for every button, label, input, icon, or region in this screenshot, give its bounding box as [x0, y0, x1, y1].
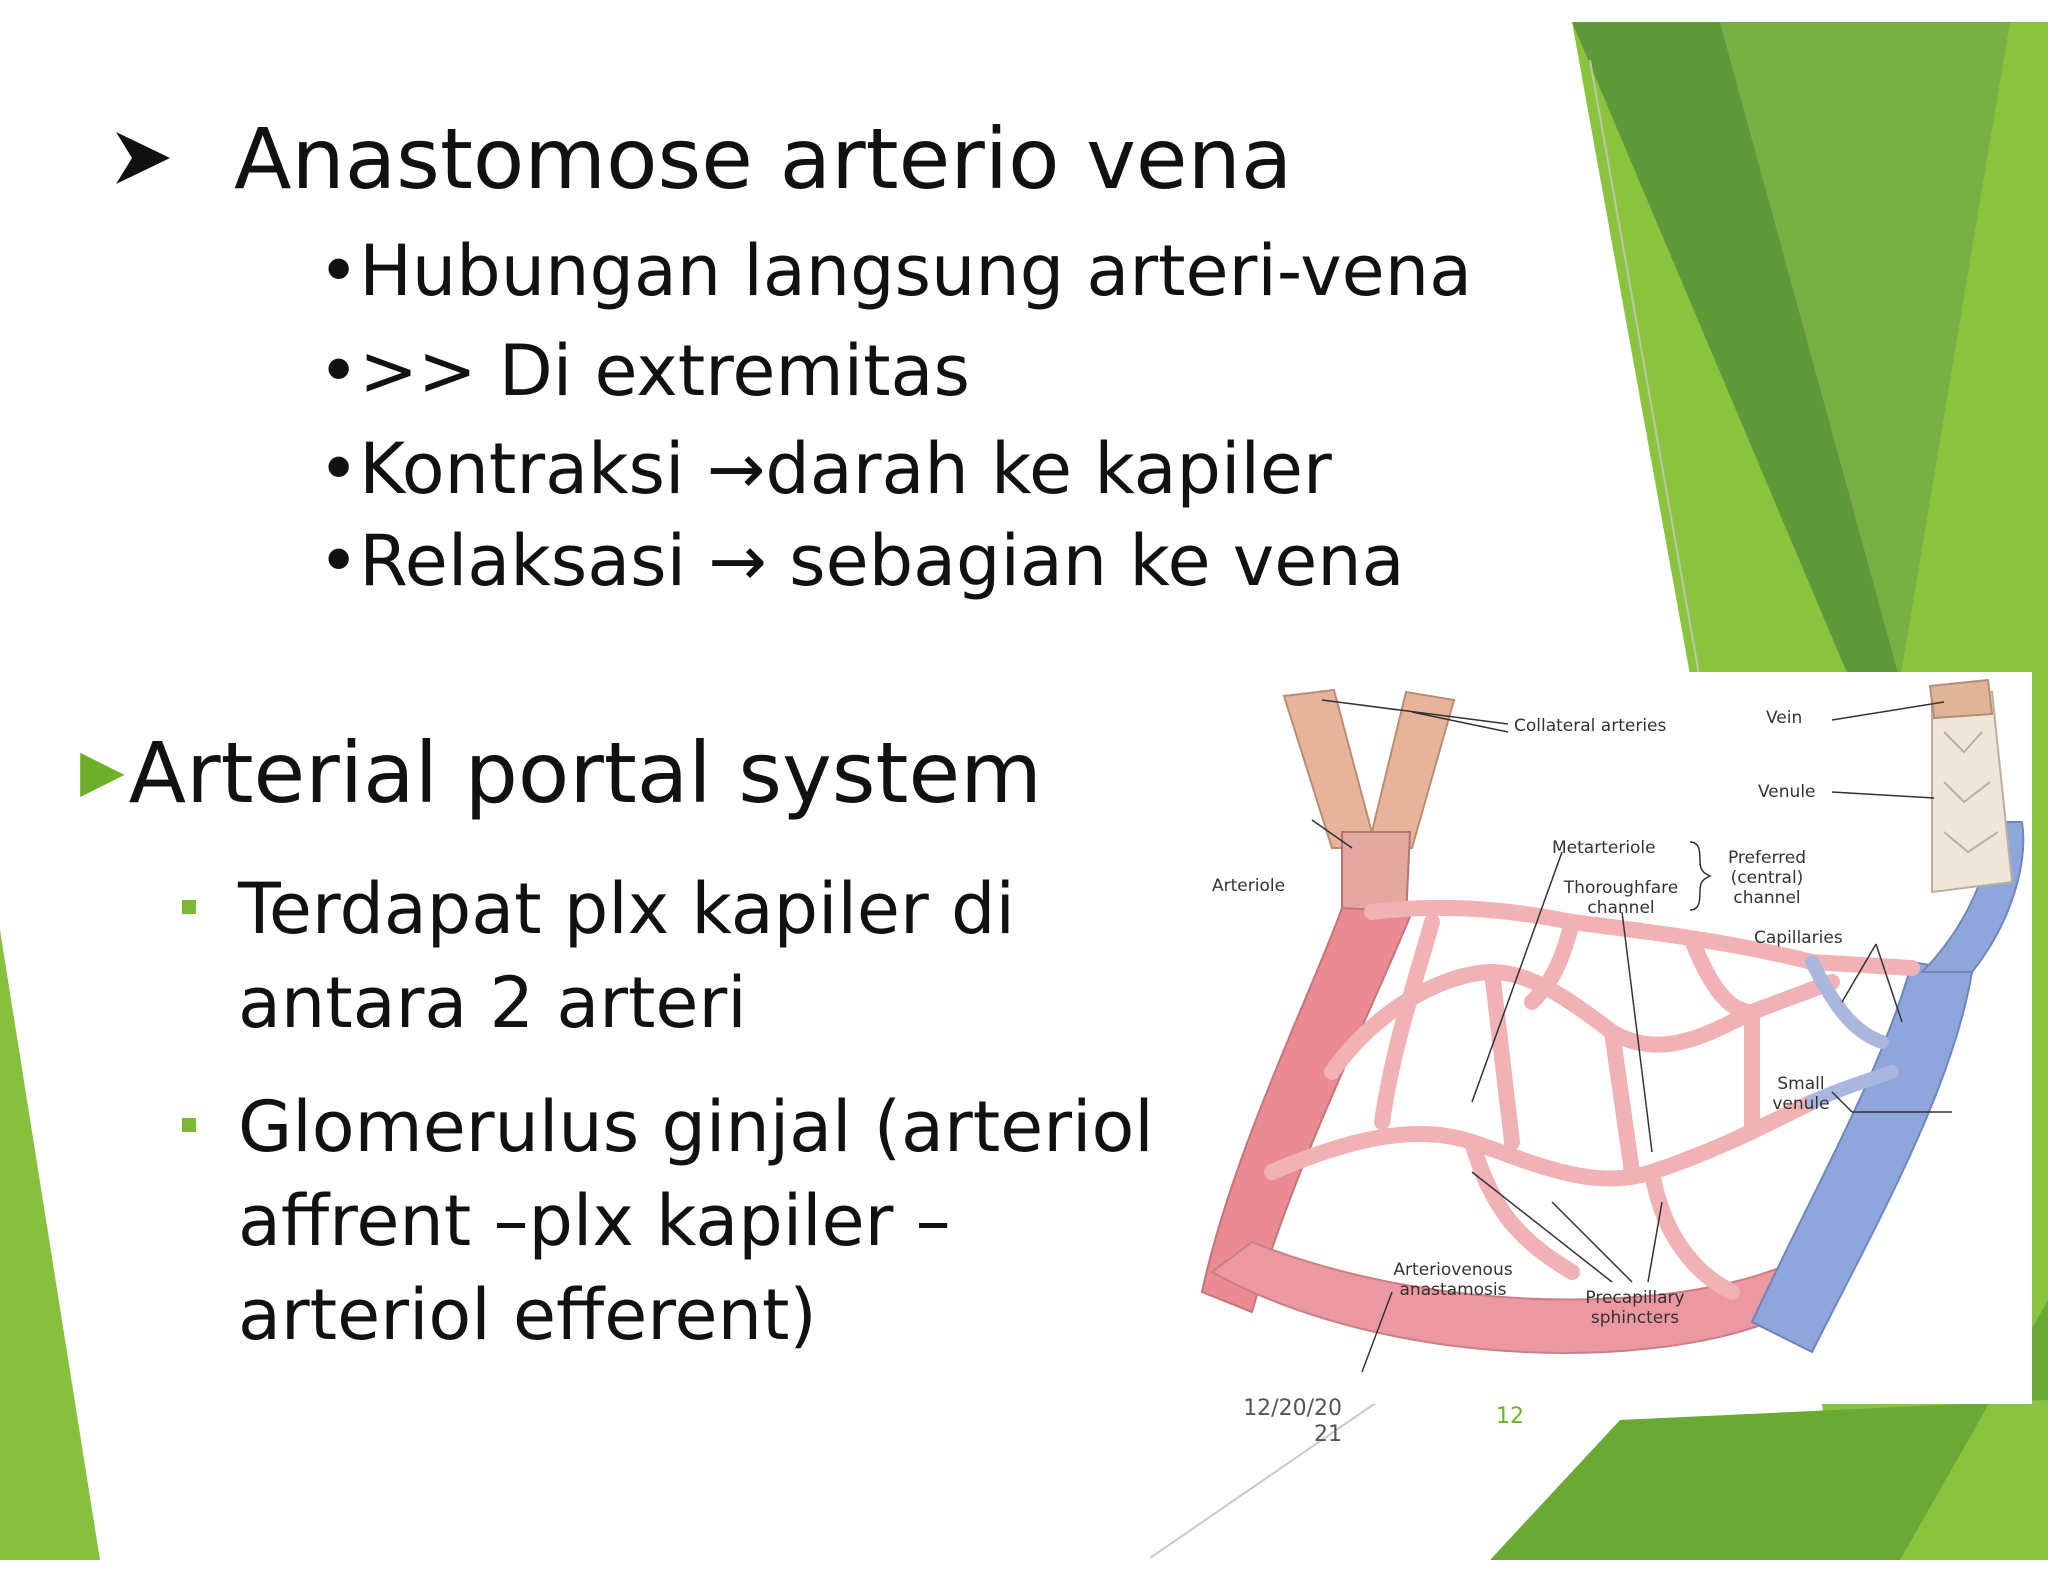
label-capillaries: Capillaries [1754, 928, 1843, 948]
heading-arterial-portal: ▶Arterial portal system [80, 724, 1042, 822]
label-vein: Vein [1766, 708, 1803, 728]
green-band-left [0, 930, 100, 1560]
capillary-bed-diagram: Collateral arteries Vein Venule Arteriol… [1192, 672, 2032, 1404]
green-band-right-mid [1720, 22, 2010, 680]
thin-diagonal-line [1589, 59, 1701, 681]
sub-bullet-text: Terdapat plx kapiler di antara 2 arteri [238, 868, 1015, 1044]
square-bullet-icon [182, 1118, 196, 1132]
label-small-venule: Small venule [1772, 1074, 1830, 1114]
footer-date: 12/20/20 21 [1243, 1396, 1342, 1447]
label-venule: Venule [1758, 782, 1816, 802]
bullet-hubungan: •Hubungan langsung arteri-vena [318, 230, 1472, 312]
label-arteriole: Arteriole [1212, 876, 1286, 896]
green-band-bottom [1490, 1300, 2048, 1560]
arrowhead-bullet-icon [112, 110, 184, 208]
label-precapillary-sphincters: Precapillary sphincters [1585, 1288, 1685, 1328]
capillary-network-illustration [1200, 678, 2025, 1373]
label-metarteriole: Metarteriole [1552, 838, 1656, 858]
square-bullet-icon [182, 900, 196, 914]
label-av-anastamosis: Arteriovenous anastamosis [1393, 1260, 1513, 1300]
footer-page-number: 12 [1496, 1404, 1524, 1429]
heading2-text: Arterial portal system [128, 724, 1042, 822]
heading1-text: Anastomose arterio vena [234, 110, 1293, 208]
label-collateral-arteries: Collateral arteries [1514, 716, 1667, 736]
label-preferred-channel: Preferred (central) channel [1727, 848, 1807, 908]
bullet-extremitas: •>> Di extremitas [318, 330, 970, 412]
sub-bullet-terdapat: Terdapat plx kapiler di antara 2 arteri [182, 862, 1198, 1050]
green-band-right-dark [1572, 22, 1900, 680]
sub-bullet-glomerulus: Glomerulus ginjal (arteriol affrent –plx… [182, 1080, 1198, 1362]
bullet-relaksasi: •Relaksasi → sebagian ke vena [318, 520, 1405, 602]
bullet-kontraksi: •Kontraksi →darah ke kapiler [318, 428, 1332, 510]
sub-bullet-text: Glomerulus ginjal (arteriol affrent –plx… [238, 1086, 1154, 1356]
heading-anastomose: Anastomose arterio vena [112, 110, 1292, 208]
thin-footer-line [1149, 1399, 1381, 1559]
triangle-bullet-icon: ▶ [80, 736, 125, 804]
label-thoroughfare-channel: Thoroughfare channel [1563, 878, 1679, 918]
